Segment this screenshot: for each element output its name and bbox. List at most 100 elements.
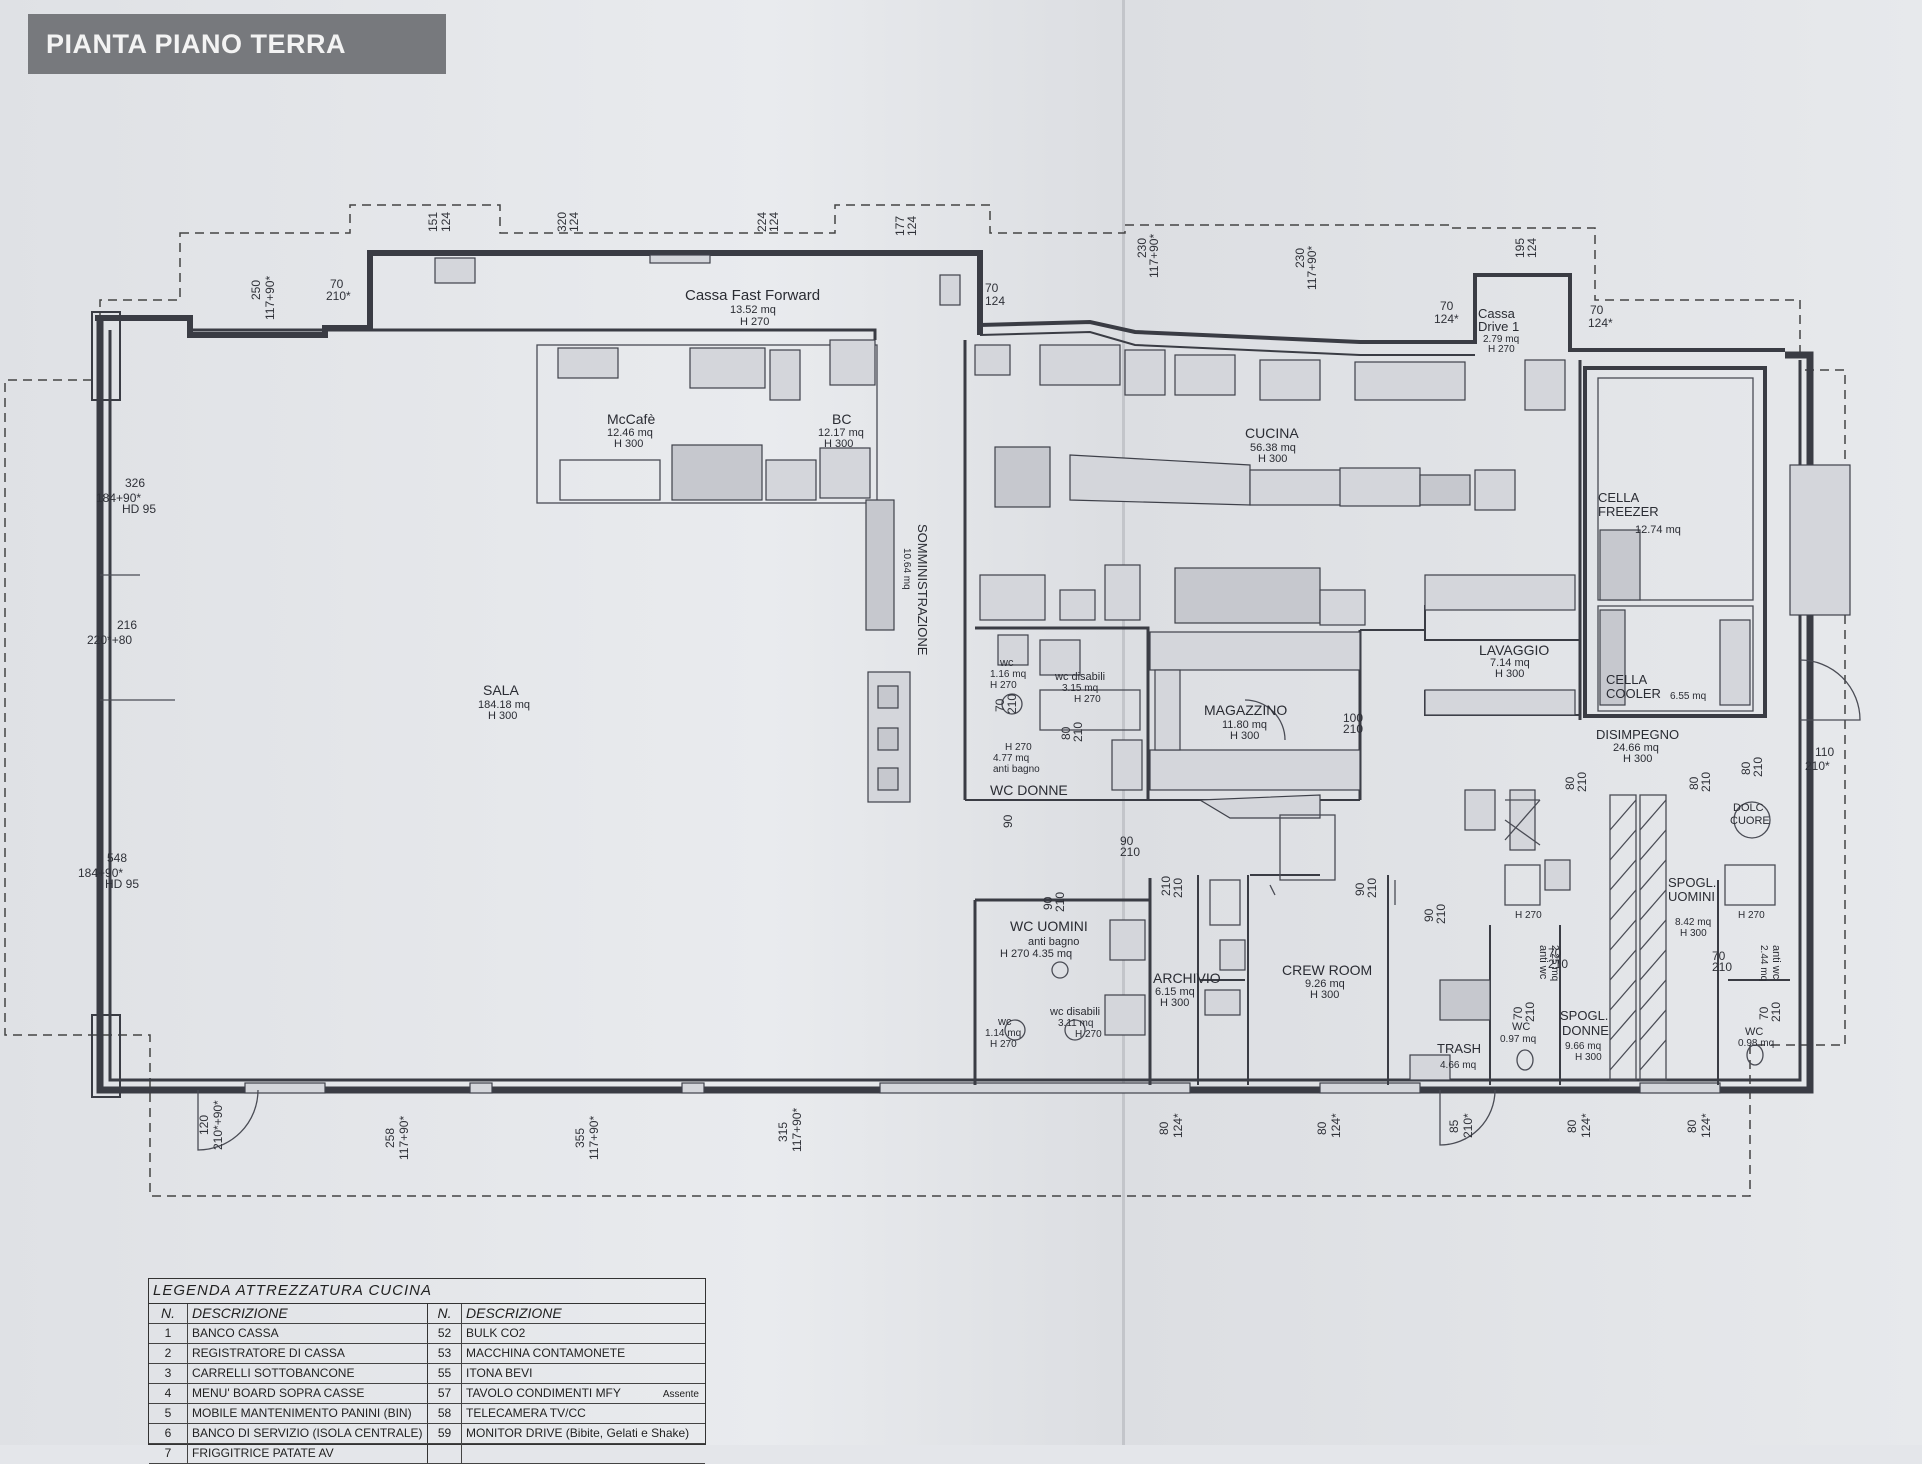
dim-label: 80	[1687, 776, 1701, 790]
dim-label: 90	[1120, 834, 1134, 848]
dim-label: 210	[1365, 878, 1379, 898]
magazzino	[1149, 631, 1361, 819]
mccafe-label: McCafè	[607, 411, 655, 427]
legend-desc: MACCHINA CONTAMONETE	[466, 1346, 626, 1360]
dim-label: 124*	[1579, 1113, 1593, 1138]
legend-desc: REGISTRATORE DI CASSA	[188, 1344, 428, 1363]
trash-area: 4.66 mq	[1440, 1060, 1476, 1071]
dim-label: 210	[1159, 876, 1173, 896]
dim-label: 117+90*	[790, 1108, 804, 1152]
wc-uomini-wc-area: 1.14 mq	[985, 1028, 1021, 1039]
dim-label: 210	[1769, 1002, 1783, 1022]
magazzino-area: 11.80 mq	[1222, 719, 1267, 731]
cella-cooler-label: CELLA	[1606, 672, 1648, 687]
doors	[100, 574, 1496, 1151]
dim-label: 315	[776, 1122, 790, 1142]
wc-uomini-dis-area: 3.11 mq	[1058, 1018, 1093, 1029]
lavaggio-h: H 300	[1495, 668, 1524, 680]
dim-label: 90	[1041, 896, 1055, 910]
legend-desc	[462, 1444, 705, 1463]
dim-label: 210	[1751, 757, 1765, 777]
dim-label: 124*	[1434, 312, 1459, 326]
legend-n: 6	[149, 1424, 188, 1443]
anti-wc-a-label: anti wc	[1537, 945, 1549, 980]
dim-label: 110	[1815, 745, 1834, 759]
dim-label: 230	[1293, 248, 1307, 268]
bc-label: BC	[832, 411, 851, 427]
lavaggio-area: 7.14 mq	[1490, 657, 1530, 669]
spogl-uomini-label2: UOMINI	[1668, 889, 1715, 904]
legend-n: 7	[149, 1444, 188, 1463]
dim-label: 90	[1001, 814, 1015, 828]
spogl-donne-label: SPOGL.	[1560, 1008, 1608, 1023]
crew-room-h: H 300	[1310, 989, 1339, 1001]
dimensions-right: 110 210*	[1805, 745, 1834, 773]
magazzino-h: H 300	[1230, 730, 1259, 742]
dim-label: 70	[330, 277, 344, 291]
dim-label: 124	[985, 294, 1005, 308]
kitchen-equipment	[974, 344, 1576, 716]
wc-donne-dis: wc disabili	[1054, 671, 1105, 683]
legend-row: 2 REGISTRATORE DI CASSA 53 MACCHINA CONT…	[149, 1344, 705, 1364]
somministrazione-area: 10.64 mq	[901, 548, 912, 590]
cassa-fast-area: 13.52 mq	[730, 304, 776, 316]
dim-label: 85	[1447, 1119, 1461, 1133]
dim-label: 210*	[1461, 1113, 1475, 1138]
dim-label: 210*	[1805, 759, 1830, 773]
crew-room-area: 9.26 mq	[1305, 978, 1345, 990]
legend-desc: BULK CO2	[466, 1326, 526, 1340]
dim-label: 184+90*	[96, 491, 141, 505]
dim-label: 210	[1434, 904, 1448, 924]
dim-label: 80	[1157, 1121, 1171, 1135]
wc-donne-dis-h: H 270	[1074, 694, 1101, 705]
spogl-donne-area: 9.66 mq	[1565, 1041, 1601, 1052]
dim-label: 124*	[1699, 1113, 1713, 1138]
legend-n: 4	[149, 1384, 188, 1403]
paper-fold	[1122, 0, 1125, 1445]
dim-label: 216	[117, 618, 137, 632]
dim-label: 548	[107, 851, 127, 865]
legend-col-n2: N.	[428, 1304, 462, 1323]
dim-label: 210	[1005, 694, 1019, 714]
cella-freezer-label: CELLA	[1598, 490, 1640, 505]
legend-row: 4 MENU' BOARD SOPRA CASSE 57 TAVOLO COND…	[149, 1384, 705, 1404]
legend-n: 3	[149, 1364, 188, 1383]
cassa-fast-label: Cassa Fast Forward	[685, 287, 820, 304]
dim-label: 70	[1548, 946, 1562, 960]
legend-desc: CARRELLI SOTTOBANCONE	[188, 1364, 428, 1383]
wc-uomini-wc: wc	[997, 1016, 1012, 1028]
dim-label: 100	[1343, 711, 1363, 725]
archivio-h: H 300	[1160, 997, 1189, 1009]
legend-desc: TELECAMERA TV/CC	[466, 1406, 586, 1420]
wc-donne-ab: anti bagno	[993, 764, 1040, 775]
legend-n: 55	[428, 1364, 462, 1383]
cassa-drive-label2: Drive 1	[1478, 319, 1519, 334]
legend-row: 3 CARRELLI SOTTOBANCONE 55 ITONA BEVI	[149, 1364, 705, 1384]
bottom-windows	[244, 1082, 1721, 1094]
dim-label: 90	[1422, 908, 1436, 922]
dim-label: 124	[1525, 238, 1539, 258]
legend-row: 5 MOBILE MANTENIMENTO PANINI (BIN) 58 TE…	[149, 1404, 705, 1424]
dolce-label: DOLC	[1733, 802, 1764, 814]
disimpegno-h: H 300	[1623, 753, 1652, 765]
wc-b-area: 0.98 mq	[1738, 1038, 1774, 1049]
dim-label: 326	[125, 476, 145, 490]
wc-donne-label: WC DONNE	[990, 782, 1068, 798]
dim-label: 80	[1563, 776, 1577, 790]
dim-label: 210	[1343, 722, 1363, 736]
wc-donne-dis-area: 3.15 mq	[1062, 683, 1098, 694]
cella-freezer-area: 12.74 mq	[1635, 524, 1681, 536]
legend-n: 59	[428, 1424, 462, 1443]
wc-a-label: WC	[1512, 1021, 1530, 1033]
wc-b-label: WC	[1745, 1026, 1763, 1038]
legend-row: 7 FRIGGITRICE PATATE AV	[149, 1444, 705, 1464]
legend-desc: MENU' BOARD SOPRA CASSE	[188, 1384, 428, 1403]
legend-desc: ITONA BEVI	[466, 1366, 533, 1380]
mccafe-area: 12.46 mq	[607, 427, 653, 439]
legend-n	[428, 1444, 462, 1463]
dim-label: 117+90*	[263, 276, 277, 320]
dim-label: 210*+90*	[211, 1100, 225, 1150]
dim-label: 117+90*	[587, 1116, 601, 1160]
